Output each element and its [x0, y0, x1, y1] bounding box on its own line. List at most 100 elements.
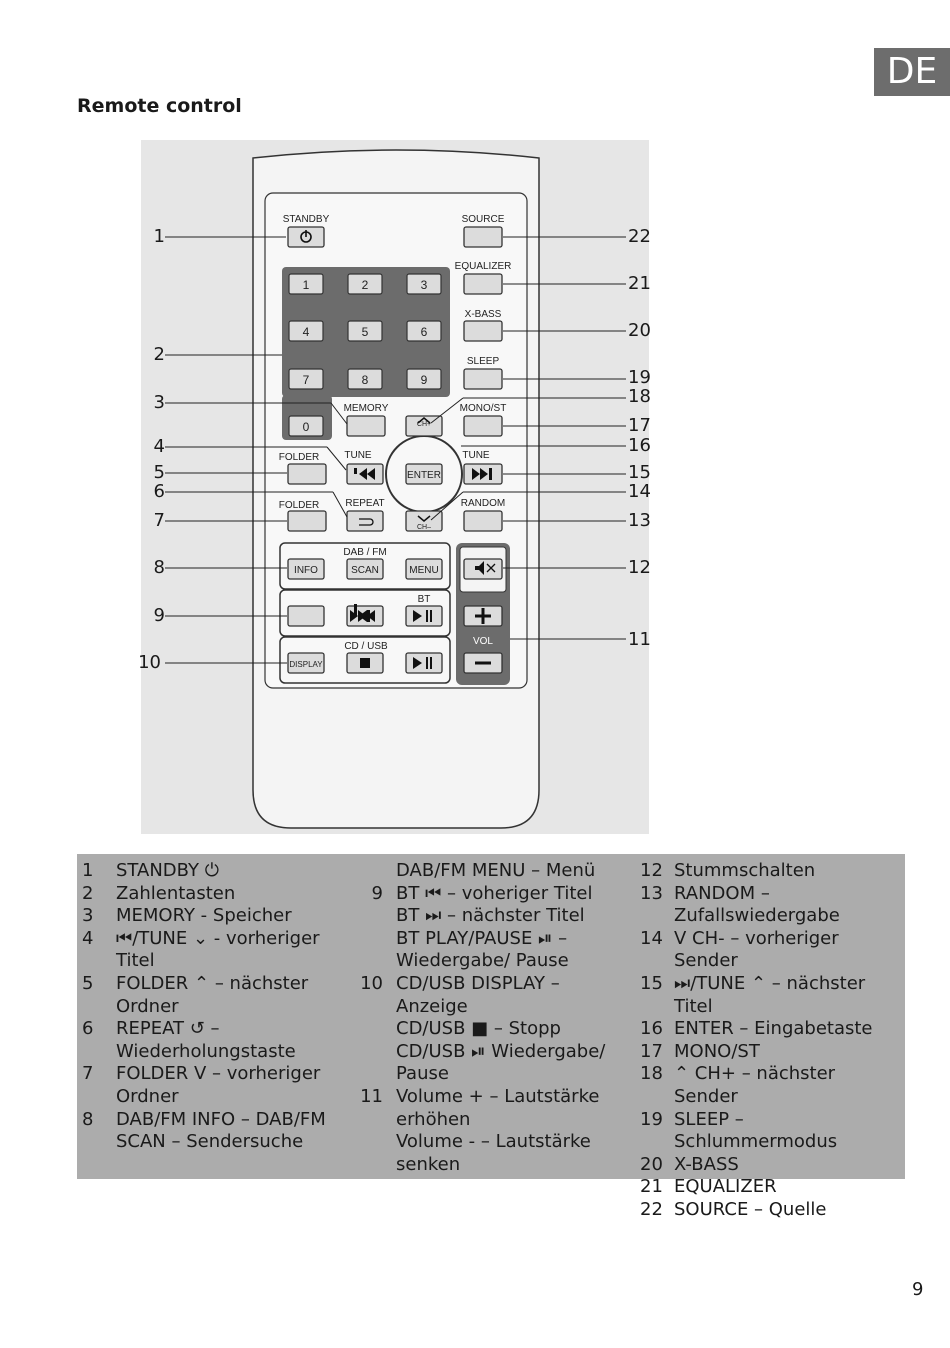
callout-20: 20	[628, 320, 651, 341]
svg-text:CH–: CH–	[417, 524, 431, 531]
svg-text:CH+: CH+	[417, 421, 431, 428]
random-button	[463, 510, 503, 532]
svg-text:6: 6	[421, 325, 428, 339]
enter-button	[405, 463, 443, 485]
svg-text:RANDOM: RANDOM	[461, 498, 505, 509]
callout-4: 4	[153, 436, 165, 457]
mono-st-button	[463, 415, 503, 437]
svg-text:X-BASS: X-BASS	[465, 309, 502, 320]
memory-button	[346, 415, 386, 437]
legend-entry: BT ⏭ – nächster Titel	[396, 905, 585, 927]
callout-15: 15	[628, 462, 651, 483]
info-button	[287, 558, 325, 580]
callout-10: 10	[138, 652, 161, 673]
svg-text:1: 1	[303, 278, 310, 292]
svg-text:CD / USB: CD / USB	[344, 641, 388, 652]
svg-text:FOLDER: FOLDER	[279, 452, 320, 463]
legend-entry: 15⏭/TUNE ⌃ – nächster Titel	[640, 972, 866, 1017]
svg-text:7: 7	[303, 373, 310, 387]
display-button	[287, 652, 325, 674]
svg-text:9: 9	[421, 373, 428, 387]
svg-text:SCAN: SCAN	[351, 565, 379, 576]
callout-19: 19	[628, 367, 651, 388]
callout-7: 7	[153, 510, 165, 531]
callout-11: 11	[628, 629, 651, 650]
svg-text:DAB / FM: DAB / FM	[343, 547, 386, 558]
callout-8: 8	[153, 557, 165, 578]
callout-21: 21	[628, 273, 651, 294]
scan-button	[346, 558, 384, 580]
svg-text:MONO/ST: MONO/ST	[460, 403, 507, 414]
svg-text:3: 3	[421, 278, 428, 292]
legend-entry: Volume - – Lautstärke senken	[396, 1131, 591, 1175]
svg-text:ENTER: ENTER	[407, 470, 441, 481]
cd-play-pause-button	[405, 652, 443, 674]
folder-down-button	[287, 510, 327, 532]
svg-text:SOURCE: SOURCE	[462, 214, 505, 225]
callout-18: 18	[628, 386, 651, 407]
equalizer-button	[463, 273, 503, 295]
callout-5: 5	[153, 462, 165, 483]
legend-entry: DAB/FM MENU – Menü	[396, 860, 596, 881]
svg-text:TUNE: TUNE	[344, 450, 372, 461]
legend-entry: 4⏮/TUNE ⌄ - vorheriger Titel	[82, 927, 320, 972]
svg-text:0: 0	[303, 420, 310, 434]
svg-text:EQUALIZER: EQUALIZER	[455, 261, 512, 272]
callout-16: 16	[628, 435, 651, 456]
svg-text:INFO: INFO	[294, 565, 318, 576]
svg-text:DISPLAY: DISPLAY	[289, 660, 323, 669]
callout-12: 12	[628, 557, 651, 578]
callout-3: 3	[153, 392, 165, 413]
svg-text:MENU: MENU	[409, 565, 438, 576]
menu-button	[405, 558, 443, 580]
svg-text:STANDBY: STANDBY	[283, 214, 330, 225]
svg-text:MEMORY: MEMORY	[344, 403, 389, 414]
svg-text:VOL: VOL	[473, 636, 493, 647]
xbass-button	[463, 320, 503, 342]
bt-play-pause-button	[405, 605, 443, 627]
svg-text:5: 5	[362, 325, 369, 339]
legend-entry: 18⌃ CH+ – nächster Sender	[640, 1063, 836, 1107]
callout-2: 2	[153, 344, 165, 365]
callout-13: 13	[628, 510, 651, 531]
svg-text:4: 4	[303, 325, 310, 339]
callout-9: 9	[153, 605, 165, 626]
svg-text:BT: BT	[418, 594, 431, 605]
svg-text:8: 8	[362, 373, 369, 387]
callout-17: 17	[628, 415, 651, 436]
section-title: Remote control	[77, 95, 242, 117]
repeat-button	[346, 510, 384, 532]
svg-text:FOLDER: FOLDER	[279, 500, 320, 511]
folder-up-button	[287, 463, 327, 485]
svg-text:TUNE: TUNE	[462, 450, 490, 461]
language-tab: DE	[874, 48, 950, 96]
callout-6: 6	[153, 481, 165, 502]
page-number: 9	[912, 1279, 924, 1300]
bt-prev-button	[287, 605, 325, 627]
legend-entry: CD/USB ⏯ Wiedergabe/ Pause	[396, 1040, 606, 1085]
svg-text:REPEAT: REPEAT	[345, 498, 384, 509]
callout-1: 1	[153, 226, 165, 247]
svg-text:SLEEP: SLEEP	[467, 356, 500, 367]
